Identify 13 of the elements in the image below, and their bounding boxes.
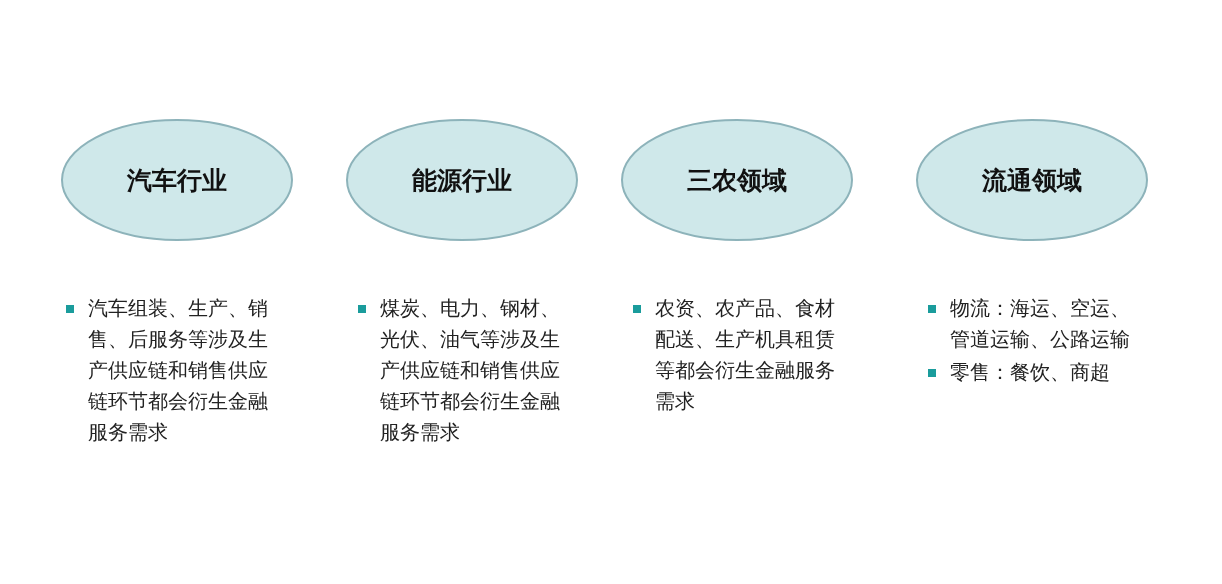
bullet-text: 物流：海运、空运、管道运输、公路运输 [950,296,1130,351]
ellipse-node [620,118,854,242]
category-title: 能源行业 [411,164,513,197]
category-title: 三农领域 [686,164,788,197]
ellipse-node [345,118,579,242]
ellipse-node [915,118,1149,242]
category-title: 汽车行业 [126,164,228,197]
ellipse-node [60,118,294,242]
bullet-text: 汽车组装、生产、销售、后服务等涉及生产供应链和销售供应链环节都会衍生金融服务需求 [88,296,268,444]
category-title: 流通领域 [981,164,1083,197]
bullet-text: 煤炭、电力、钢材、光伏、油气等涉及生产供应链和销售供应链环节都会衍生金融服务需求 [380,296,560,444]
bullet-text: 农资、农产品、食材配送、生产机具租赁等都会衍生金融服务需求 [655,296,835,413]
bullet-text: 零售：餐饮、商超 [950,360,1110,384]
